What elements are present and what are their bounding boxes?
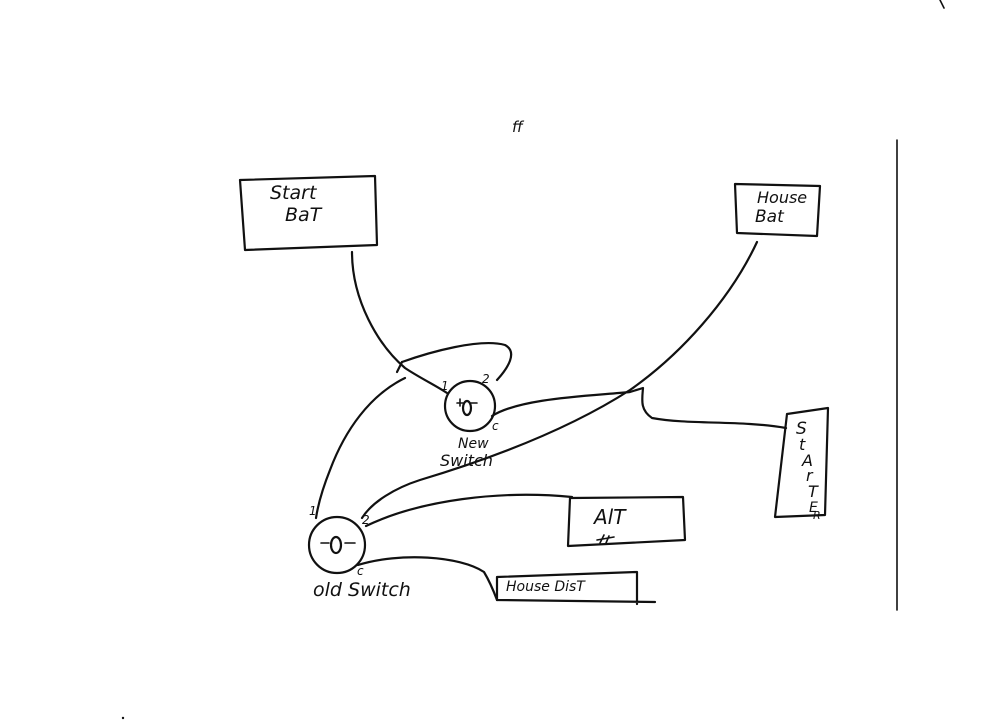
old-switch: 1 2 c old Switch: [307, 504, 411, 601]
starter-letter-1: S: [796, 419, 807, 439]
wire-house-bat-to-old-switch: [360, 240, 759, 520]
house-bat-label-line2: Bat: [755, 207, 785, 227]
old-switch-terminal-1: 1: [309, 504, 317, 518]
starter-letter-4: r: [806, 466, 814, 485]
starter-letter-6: E: [809, 500, 818, 516]
top-mark: ff: [512, 118, 525, 136]
new-switch: 1 2 c New Switch: [395, 342, 513, 470]
new-switch-terminal-1: 1: [441, 379, 449, 393]
starter-letter-3: A: [801, 451, 813, 470]
start-bat-label-line2: BaT: [285, 204, 323, 226]
old-switch-terminal-2: 2: [362, 513, 370, 527]
starter-letter-5: T: [808, 482, 819, 501]
stray-dot: [121, 716, 125, 720]
new-switch-label-line1: New: [458, 436, 489, 452]
wire-start-bat-to-new-switch: [350, 250, 449, 395]
starter-letter-7: R: [813, 509, 821, 522]
wire-new-switch-c-to-starter: [490, 386, 788, 430]
old-switch-label: old Switch: [313, 579, 411, 601]
page-edge-top: [939, 0, 945, 9]
house-bat-label-line1: House: [757, 188, 807, 207]
new-switch-terminal-2: 2: [482, 372, 490, 386]
starter-box: S t A r T E R: [773, 406, 830, 522]
wire-new-switch-to-old-switch: [314, 376, 407, 520]
start-bat-label-line1: Start: [270, 182, 318, 204]
alt-label: AlT: [592, 505, 627, 529]
starter-letter-2: t: [799, 435, 806, 454]
house-bat-box: House Bat: [733, 182, 822, 238]
new-switch-terminal-c: c: [492, 419, 499, 433]
old-switch-terminal-c: c: [357, 564, 364, 578]
start-bat-box: Start BaT: [238, 174, 379, 252]
alt-box: AlT: [566, 495, 687, 548]
wire-old-switch-to-alt: [364, 493, 574, 528]
house-dist-box: House DisT: [495, 570, 657, 606]
wire-old-switch-c-to-house-dist: [356, 556, 499, 602]
house-dist-label: House DisT: [506, 579, 586, 595]
new-switch-label-line2: Switch: [440, 451, 493, 470]
